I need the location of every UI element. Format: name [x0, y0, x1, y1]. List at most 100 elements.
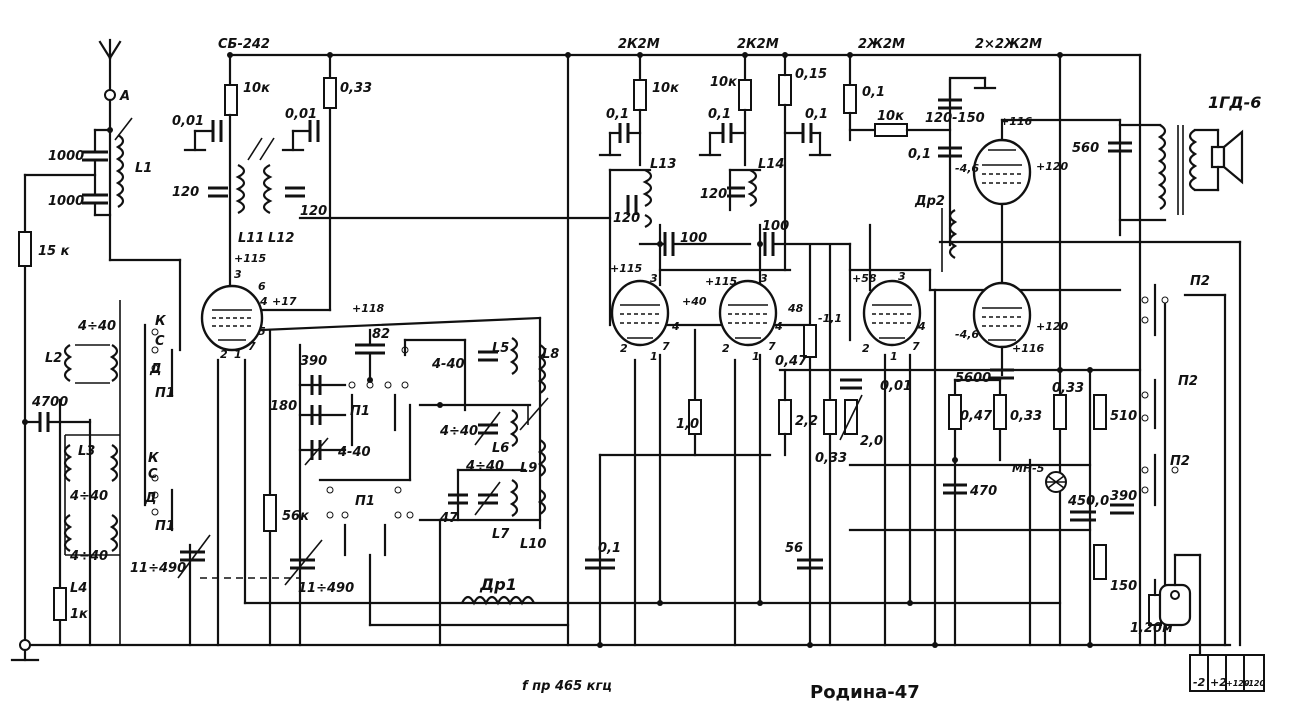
label-bat-p120: +120 [1226, 679, 1250, 688]
resistor-10k-d [874, 123, 908, 137]
label-tube4-pin7: 7 [912, 340, 920, 353]
variable-capacitor-1 [177, 534, 211, 579]
tube-label-2Zh2M: 2Ж2М [858, 37, 905, 52]
label-01-out: 0,1 [908, 147, 931, 162]
label-L10: L10 [520, 537, 546, 552]
label-pin3: 3 [234, 268, 242, 281]
choke-Dr2 [948, 209, 958, 259]
coil-L10 [537, 489, 547, 515]
label-v116a: +116 [1000, 115, 1033, 128]
label-L4: L4 [70, 581, 87, 596]
trimmer-4-40-L6 [474, 411, 501, 446]
label-120-d: 120 [700, 187, 727, 202]
label-001-a: 0,01 [172, 114, 204, 129]
label-P1d: П1 [355, 494, 375, 509]
label-P2b: П2 [1178, 374, 1198, 389]
capacitor-560 [1108, 141, 1132, 153]
resistor-047-b [948, 394, 962, 430]
label-510: 510 [1110, 409, 1137, 424]
label-tube3-pin7: 7 [768, 340, 776, 353]
tube-SB242 [200, 284, 332, 352]
coil-L1 [115, 134, 125, 208]
tube-label-2K2M-a: 2К2М [618, 37, 660, 52]
tube-2K2M-a [610, 279, 722, 347]
label-pin7: 7 [248, 340, 256, 353]
label-10k-c: 10к [710, 75, 738, 90]
capacitor-01-a [585, 558, 615, 570]
label-trim2: 4÷40 [69, 489, 108, 504]
switch-P2-a [1141, 283, 1227, 337]
label-L6: L6 [492, 441, 509, 456]
capacitor-001-c [840, 378, 862, 390]
label-047: 0,47 [775, 354, 808, 369]
label-P2a: П2 [1190, 274, 1210, 289]
switch-P1-lower [151, 474, 174, 532]
capacitor-001-b [281, 120, 320, 152]
coil-L9 [537, 439, 547, 477]
label-001-b: 0,01 [285, 107, 317, 122]
capacitor-01-b [598, 123, 642, 157]
resistor-150 [1093, 544, 1107, 580]
label-tube4-pin1: 1 [890, 350, 898, 363]
label-trim1: 4÷40 [77, 319, 116, 334]
resistor-033-d [1053, 394, 1067, 430]
label-pin6: 6 [258, 280, 266, 293]
capacitor-4700 [23, 412, 92, 432]
label-P1b: П1 [155, 519, 175, 534]
trimmer-4-40-a [304, 437, 329, 466]
label-trim4: 4-40 [337, 445, 371, 460]
label-01-c: 0,1 [708, 107, 731, 122]
capacitor-470 [943, 483, 967, 495]
label-trim7: 4÷40 [465, 459, 504, 474]
battery-terminals [1189, 654, 1265, 692]
label-Dr2: Др2 [914, 194, 945, 209]
label-15k: 15 к [38, 244, 71, 259]
label-D2: Д [144, 491, 157, 506]
capacitor-390-b [1110, 503, 1134, 515]
label-01-b: 0,1 [606, 107, 629, 122]
label-tube3-pin2: 2 [722, 342, 730, 355]
label-tube2-pin3: 3 [650, 272, 658, 285]
label-L8: L8 [542, 347, 559, 362]
resistor-015 [778, 74, 792, 106]
capacitor-56 [797, 558, 823, 570]
capacitor-01-c [698, 123, 747, 157]
label-1000b: 1000 [48, 194, 84, 209]
label-vm46b: -4,6 [955, 328, 979, 341]
schematic-title: Родина-47 [810, 682, 920, 703]
label-tube4-pin2: 2 [862, 342, 870, 355]
switch-P1-upper [151, 328, 174, 397]
label-tube2-pin7: 7 [662, 340, 670, 353]
label-v48: 48 [787, 302, 804, 315]
capacitor-5600 [990, 368, 1014, 380]
label-L3: L3 [78, 444, 95, 459]
frequency-label: f пр 465 кгц [522, 679, 612, 694]
label-pin5: 5 [258, 325, 266, 338]
label-vm11: -1,1 [818, 312, 842, 325]
coil-L11 [235, 164, 246, 214]
label-tube2-pin2: 2 [620, 342, 628, 355]
resistor-15k [18, 231, 32, 267]
coil-L2 [63, 344, 73, 382]
label-4700: 4700 [31, 395, 68, 410]
junctions [22, 52, 1093, 648]
capacitor-120-d [727, 186, 745, 198]
label-P1a: П1 [155, 386, 175, 401]
label-tube3-pin4: 4 [774, 320, 783, 333]
label-2-2: 2,2 [795, 414, 818, 429]
label-180: 180 [270, 399, 297, 414]
label-10k-b: 10к [652, 81, 680, 96]
label-015: 0,15 [795, 67, 827, 82]
label-390-b: 390 [1110, 489, 1137, 504]
label-L7: L7 [492, 527, 510, 542]
resistor-56k [263, 494, 277, 532]
switch-P1-osc-b [318, 478, 570, 627]
tube-label-SB242: СБ-242 [218, 37, 270, 52]
label-vm46a: -4,6 [955, 162, 979, 175]
resistor-10k-a [224, 84, 238, 116]
variable-capacitor-2 [284, 539, 323, 586]
label-K1: К [155, 314, 167, 329]
label-tube4-pin3: 3 [898, 270, 906, 283]
label-1-0: 1,0 [676, 417, 699, 432]
label-120-150: 120-150 [925, 111, 985, 126]
